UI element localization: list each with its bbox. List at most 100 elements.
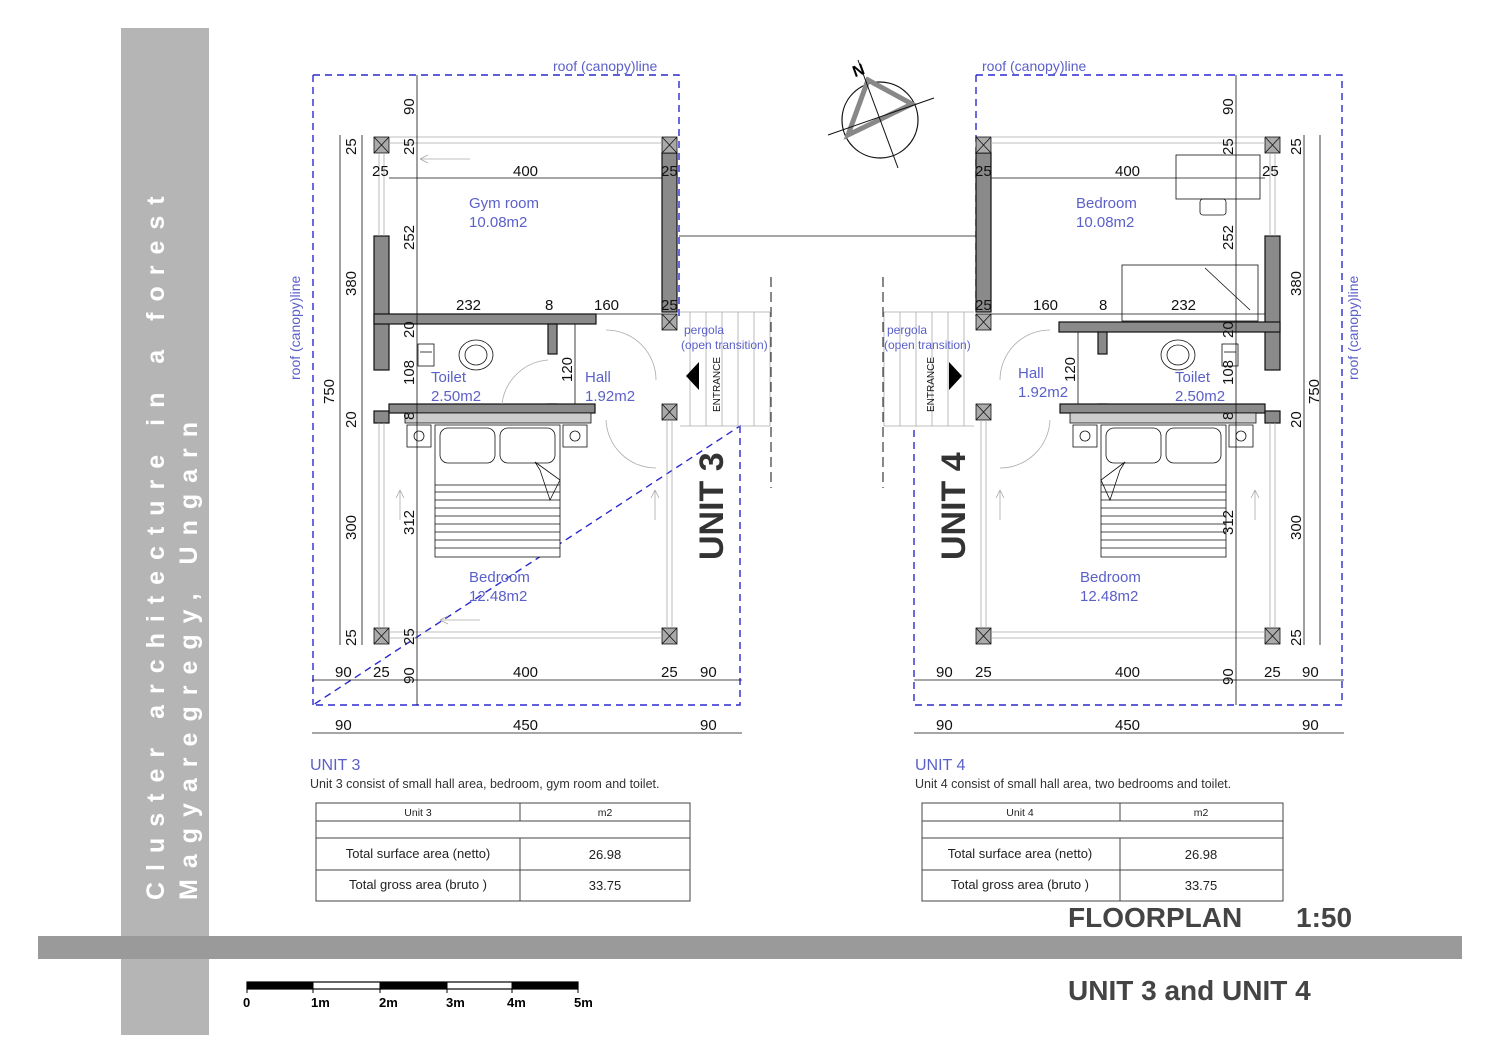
unit3-dim-25-v1: 25 [401,138,418,155]
footer-band [38,936,1462,959]
unit4-toilet-fixtures [1160,339,1239,371]
unit3-dim-25-d: 25 [373,664,390,681]
unit4-bedroom-area: 12.48m2 [1080,588,1138,605]
unit4-pergola [883,311,974,427]
unit3-canopy-line [310,74,741,706]
unit4-dim-25-v1: 25 [1220,138,1237,155]
unit4-bed [1069,412,1257,558]
unit3-dim-232: 232 [456,297,481,314]
unit4-dim-25-a: 25 [975,163,992,180]
unit3-area-table: Unit 3 m2 Total surface area (netto) 26.… [315,802,691,902]
unit4-dim-90-d: 90 [1302,717,1319,734]
unit3-heading: UNIT 3 [310,757,360,774]
unit4-table-row2-value: 33.75 [1185,878,1218,893]
scale-tick-4m: 4m [507,995,526,1010]
unit4-dim-400-top: 400 [1115,163,1140,180]
unit4-hall-area: 1.92m2 [1018,384,1068,401]
unit3-dim-450: 450 [513,717,538,734]
unit4-toilet-name: Toilet [1175,369,1211,386]
unit4-dim-25-e: 25 [1264,664,1281,681]
sheet-subtitle: UNIT 3 and UNIT 4 [1068,975,1311,1006]
unit4-dim-750: 750 [1306,379,1323,404]
north-arrow-icon: N [827,59,935,169]
unit4-table-col2: m2 [1194,807,1209,819]
unit4-bedroom-small-area: 10.08m2 [1076,214,1134,231]
unit3-table-col2: m2 [598,807,613,819]
unit4-hall-name: Hall [1018,365,1044,382]
unit3-bedroom-area: 12.48m2 [469,588,527,605]
scale-tick-1m: 1m [311,995,330,1010]
unit4-table-row2-label: Total gross area (bruto ) [951,877,1089,892]
unit3-table-row2-label: Total gross area (bruto ) [349,877,487,892]
sidebar-title-line2: Magyaregregy, Ungarn [175,411,203,900]
unit4-pergola-label: pergola [887,323,927,337]
scale-tick-3m: 3m [446,995,465,1010]
unit4-dim-25-v4: 25 [1288,629,1305,646]
unit3-table-row1-value: 26.98 [589,847,622,862]
unit4-dim-25-c: 25 [975,297,992,314]
unit4-dim-450: 450 [1115,717,1140,734]
unit3-hall-area: 1.92m2 [585,388,635,405]
unit4-canopy-label-side: roof (canopy)line [1345,276,1361,380]
unit4-description: Unit 4 consist of small hall area, two b… [915,777,1231,791]
unit3-description: Unit 3 consist of small hall area, bedro… [310,777,659,791]
unit3-dim-108: 108 [401,360,418,385]
unit3-gym-room-area: 10.08m2 [469,214,527,231]
unit4-dim-232: 232 [1171,297,1196,314]
unit3-big-label: UNIT 3 [693,452,731,560]
unit3-open-transition-label: (open transition) [681,338,768,352]
unit3-dim-25-c: 25 [661,297,678,314]
unit4-dim-380: 380 [1288,271,1305,296]
unit4-dim-8: 8 [1099,297,1107,314]
scale-tick-2m: 2m [379,995,398,1010]
scale-label: 1:50 [1296,902,1352,933]
unit3-table-row1-label: Total surface area (netto) [346,846,491,861]
unit3-dim-252: 252 [401,225,418,250]
unit4-dim-25-d: 25 [975,664,992,681]
unit3-dim-90-v: 90 [401,98,418,115]
unit3-dim-400-top: 400 [513,163,538,180]
unit4-dim-20-v2: 20 [1288,411,1305,428]
unit4-dim-90-c: 90 [936,717,953,734]
sidebar-band [121,28,209,1035]
unit3-dim-380: 380 [343,271,360,296]
unit4-table-row1-value: 26.98 [1185,847,1218,862]
unit4-entrance-arrow-icon [949,362,962,390]
unit3-hall-name: Hall [585,369,611,386]
unit4-dim-400-bottom: 400 [1115,664,1140,681]
unit3-dim-120: 120 [559,357,576,382]
scale-bar: 0 1m 2m 3m 4m 5m [243,981,593,1010]
unit4-heading: UNIT 4 [915,757,965,774]
unit3-dim-160: 160 [594,297,619,314]
unit4-dim-90-v: 90 [1220,98,1237,115]
unit3-dim-25-a: 25 [372,163,389,180]
unit3-dim-312: 312 [401,510,418,535]
unit3-toilet-area: 2.50m2 [431,388,481,405]
unit4-dim-160: 160 [1033,297,1058,314]
unit3-dim-25-v4: 25 [343,629,360,646]
unit3-dim-20-v2: 20 [343,411,360,428]
unit4-dim-312: 312 [1220,510,1237,535]
unit3-dim-90-c: 90 [335,717,352,734]
unit4-dim-300: 300 [1288,515,1305,540]
unit3-pergola-label: pergola [684,323,724,337]
unit3-dim-400-bottom: 400 [513,664,538,681]
unit4-entrance-label: ENTRANCE [926,357,937,412]
unit3-dim-20-v: 20 [401,321,418,338]
unit3-dim-25-v2: 25 [401,628,418,645]
unit3-dim-25-b: 25 [661,163,678,180]
unit4-canopy-label-top: roof (canopy)line [982,58,1086,74]
unit4-dim-25-v3: 25 [1288,138,1305,155]
unit3-bed [404,412,592,558]
unit3-dim-25-e: 25 [661,664,678,681]
scale-tick-0: 0 [243,995,250,1010]
unit4-desk [1121,154,1261,322]
unit3-plan: roof (canopy)line roof (canopy)line [287,58,772,734]
unit3-gym-room-name: Gym room [469,195,539,212]
unit4-bedroom-name: Bedroom [1080,569,1141,586]
unit3-toilet-fixtures [417,339,494,371]
unit3-table-row2-value: 33.75 [589,878,622,893]
unit4-table-row1-label: Total surface area (netto) [948,846,1093,861]
unit3-dim-750: 750 [321,379,338,404]
